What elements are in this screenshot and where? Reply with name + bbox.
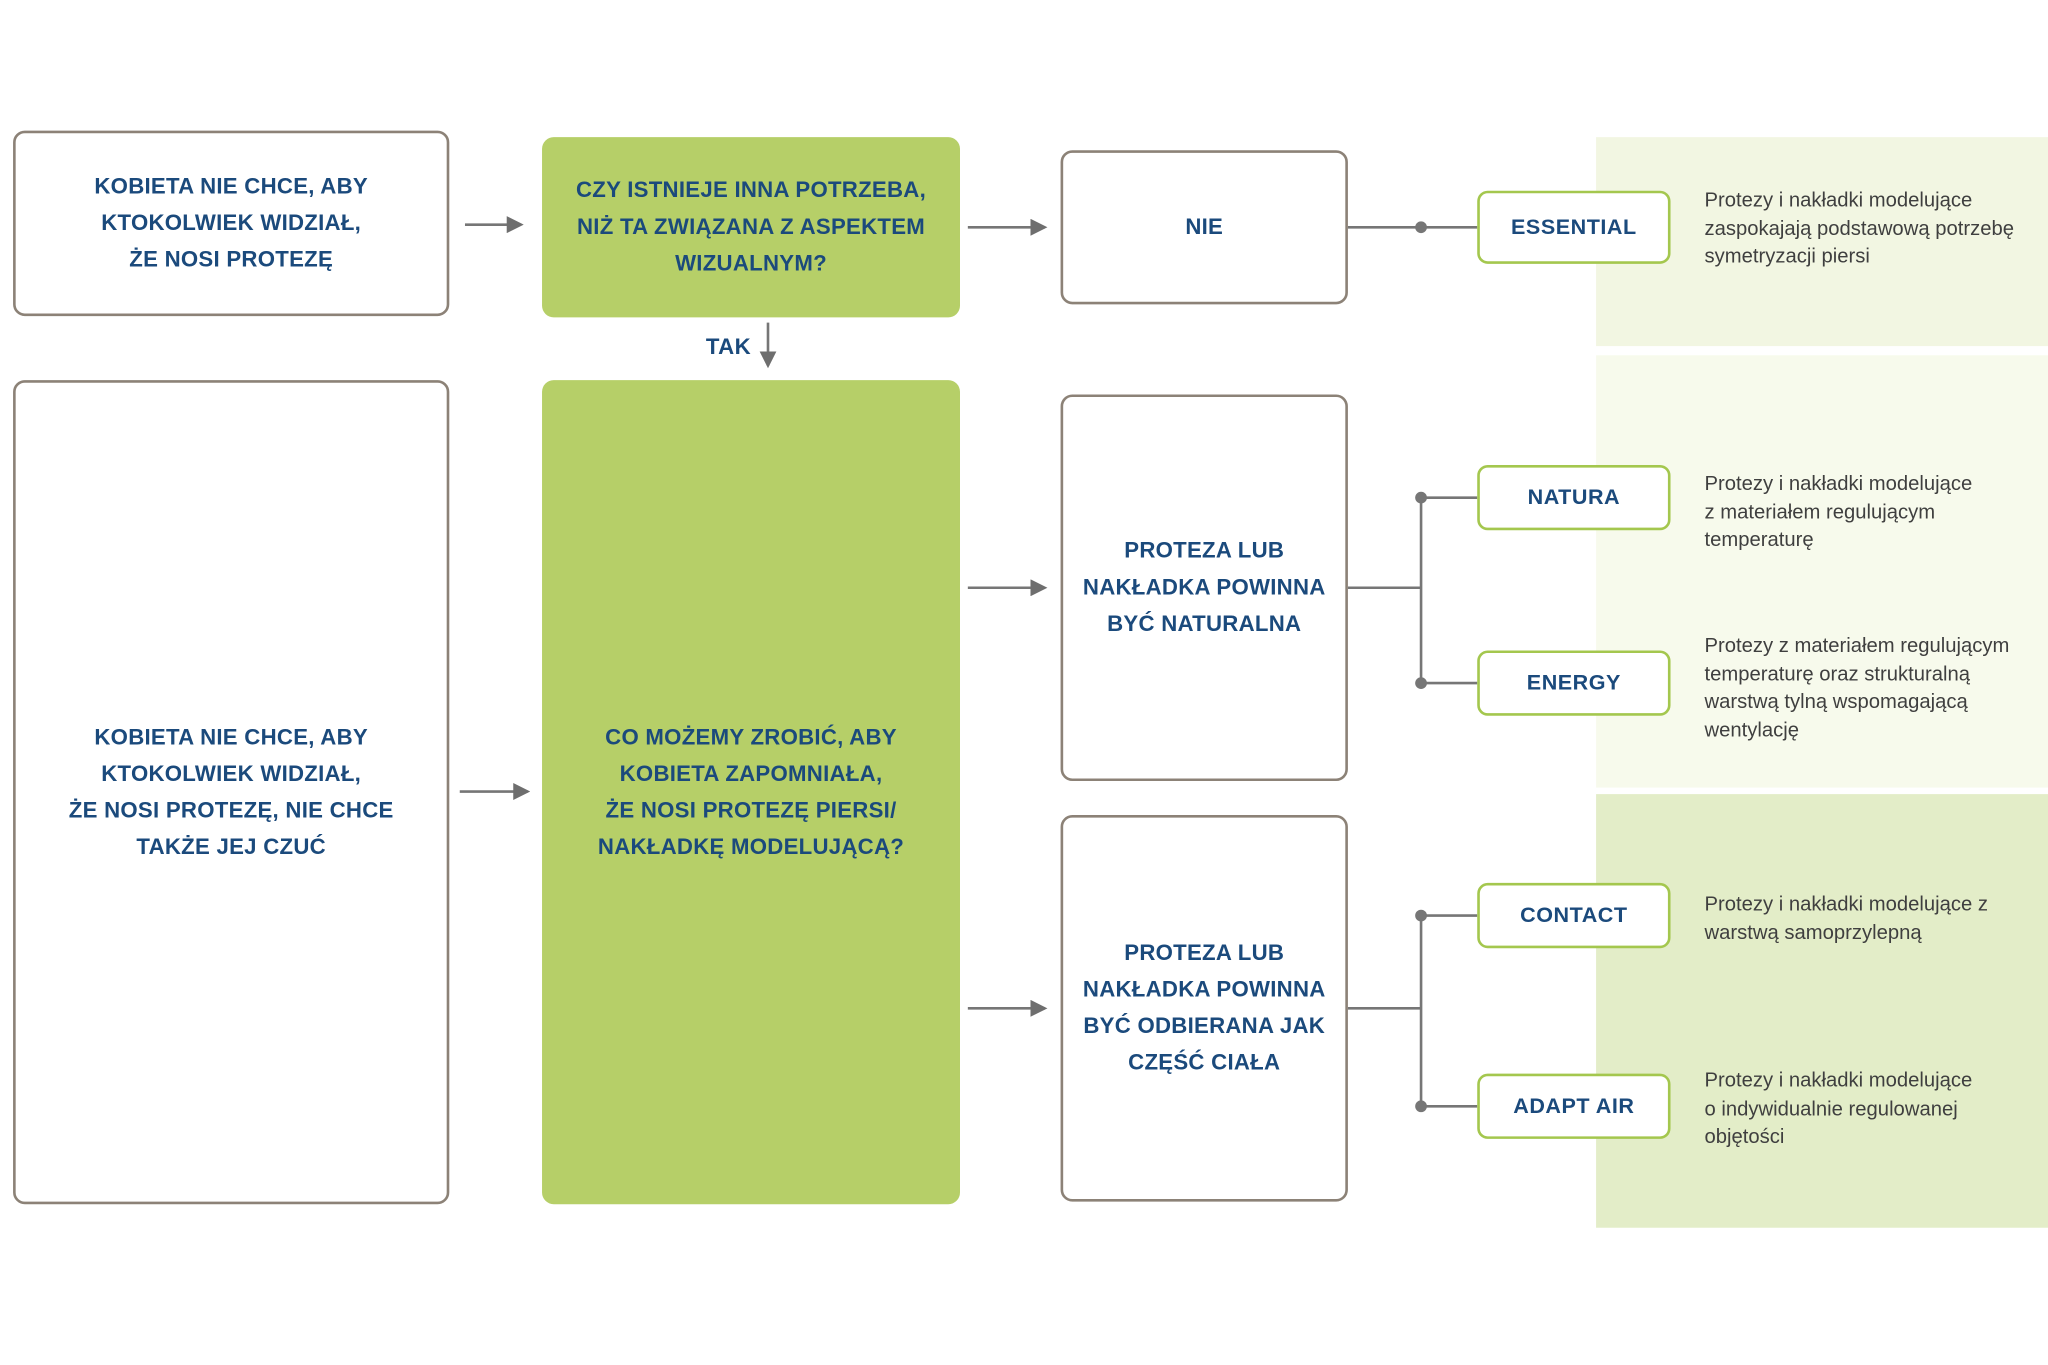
text-line: TAKŻE JEJ CZUĆ <box>136 833 326 859</box>
junction-dot <box>1415 491 1427 504</box>
node-forget-question-text: CO MOŻEMY ZROBIĆ, ABY KOBIETA ZAPOMNIAŁA,… <box>598 719 904 865</box>
product-contact-label: CONTACT <box>1520 903 1628 927</box>
node-body-part-need-text: PROTEZA LUB NAKŁADKA POWINNA BYĆ ODBIERANA… <box>1083 935 1326 1081</box>
text-line: o indywidualnie regulowanej <box>1704 1097 1958 1120</box>
text-line: KTOKOLWIEK WIDZIAŁ, <box>101 210 362 236</box>
text-line: KOBIETA ZAPOMNIAŁA, <box>619 760 883 786</box>
product-adapt-air: ADAPT AIR <box>1477 1073 1671 1139</box>
product-energy: ENERGY <box>1477 650 1671 716</box>
junction-dot <box>1415 1100 1427 1113</box>
text-line: PROTEZA LUB <box>1124 940 1285 966</box>
text-line: BYĆ NATURALNA <box>1107 611 1302 637</box>
text-line: CO MOŻEMY ZROBIĆ, ABY <box>605 724 897 750</box>
text-line: wentylację <box>1704 719 1800 742</box>
text-line: Protezy i nakładki modelujące z <box>1704 893 1989 916</box>
product-adapt-air-desc: Protezy i nakładki modelujące o indywidua… <box>1704 1067 2046 1151</box>
product-contact: CONTACT <box>1477 882 1671 949</box>
tak-label: TAK <box>705 334 752 360</box>
node-other-need-question: CZY ISTNIEJE INNA POTRZEBA, NIŻ TA ZWIĄZA… <box>542 137 960 318</box>
text-line: KOBIETA NIE CHCE, ABY <box>94 724 368 750</box>
text-line: zaspokajają podstawową potrzebę <box>1704 217 2014 240</box>
junction-dot <box>1415 221 1427 234</box>
branch-natural <box>1347 496 1478 685</box>
text-line: KTOKOLWIEK WIDZIAŁ, <box>101 760 362 786</box>
text-line: Protezy i nakładki modelujące <box>1704 1069 1973 1092</box>
text-line: ŻE NOSI PROTEZĘ <box>129 246 334 272</box>
text-line: CZY ISTNIEJE INNA POTRZEBA, <box>575 177 927 203</box>
text-line: NAKŁADKĘ MODELUJĄCĄ? <box>597 833 905 859</box>
node-nie-text: NIE <box>1185 214 1224 240</box>
text-line: warstwą tylną wspomagającą <box>1704 690 1968 714</box>
band-essential <box>1596 137 2048 347</box>
node-body-part-need: PROTEZA LUB NAKŁADKA POWINNA BYĆ ODBIERANA… <box>1060 815 1348 1202</box>
branch-body-part <box>1347 914 1478 1108</box>
text-line: KOBIETA NIE CHCE, ABY <box>94 173 368 199</box>
junction-dot <box>1415 677 1427 689</box>
node-no-feel: KOBIETA NIE CHCE, ABY KTOKOLWIEK WIDZIAŁ,… <box>13 380 450 1205</box>
product-contact-desc: Protezy i nakładki modelujące z warstwą s… <box>1704 891 2046 947</box>
product-essential-desc: Protezy i nakładki modelujące zaspokajają… <box>1704 187 2046 271</box>
text-line: z materiałem regulującym <box>1704 500 1936 524</box>
node-nie: NIE <box>1060 150 1348 305</box>
product-natura-label: NATURA <box>1527 485 1621 509</box>
product-energy-label: ENERGY <box>1526 670 1621 695</box>
product-natura: NATURA <box>1477 464 1671 531</box>
text-line: temperaturę <box>1704 528 1814 552</box>
junction-dot <box>1415 909 1427 922</box>
node-no-see: KOBIETA NIE CHCE, ABY KTOKOLWIEK WIDZIAŁ,… <box>13 130 450 317</box>
product-adapt-air-label: ADAPT AIR <box>1513 1093 1635 1118</box>
text-line: PROTEZA LUB <box>1124 538 1285 563</box>
product-energy-desc: Protezy z materiałem regulującym temperat… <box>1704 632 2048 744</box>
product-natura-desc: Protezy i nakładki modelujące z materiałe… <box>1704 470 2046 554</box>
text-line: ŻE NOSI PROTEZĘ, NIE CHCE <box>68 797 394 823</box>
product-essential-label: ESSENTIAL <box>1511 214 1637 239</box>
node-no-feel-text: KOBIETA NIE CHCE, ABY KTOKOLWIEK WIDZIAŁ,… <box>69 719 394 865</box>
text-line: temperaturę oraz strukturalną <box>1704 662 1971 686</box>
text-line: WIZUALNYM? <box>675 250 827 276</box>
text-line: Protezy i nakładki modelujące <box>1704 189 1973 212</box>
node-other-need-question-text: CZY ISTNIEJE INNA POTRZEBA, NIŻ TA ZWIĄZA… <box>576 172 926 282</box>
node-natural-need-text: PROTEZA LUB NAKŁADKA POWINNA BYĆ NATURALNA <box>1083 533 1326 643</box>
text-line: NIŻ TA ZWIĄZANA Z ASPEKTEM <box>576 214 926 240</box>
node-natural-need: PROTEZA LUB NAKŁADKA POWINNA BYĆ NATURALNA <box>1060 394 1348 782</box>
band-body-part <box>1596 794 2048 1228</box>
node-no-see-text: KOBIETA NIE CHCE, ABY KTOKOLWIEK WIDZIAŁ,… <box>94 168 368 278</box>
text-line: ŻE NOSI PROTEZĘ PIERSI/ <box>605 797 897 823</box>
text-line: BYĆ ODBIERANA JAK <box>1083 1013 1326 1039</box>
text-line: NAKŁADKA POWINNA <box>1082 976 1326 1002</box>
text-line: Protezy i nakładki modelujące <box>1704 472 1973 496</box>
text-line: NAKŁADKA POWINNA <box>1082 574 1326 600</box>
text-line: warstwą samoprzylepną <box>1704 921 1922 944</box>
text-line: objętości <box>1704 1125 1785 1149</box>
text-line: CZĘŚĆ CIAŁA <box>1128 1050 1281 1075</box>
text-line: Protezy z materiałem regulującym <box>1704 634 2010 657</box>
text-line: symetryzacji piersi <box>1704 245 1870 268</box>
product-essential: ESSENTIAL <box>1477 190 1671 264</box>
band-natural <box>1596 355 2048 788</box>
node-forget-question: CO MOŻEMY ZROBIĆ, ABY KOBIETA ZAPOMNIAŁA,… <box>542 380 960 1205</box>
